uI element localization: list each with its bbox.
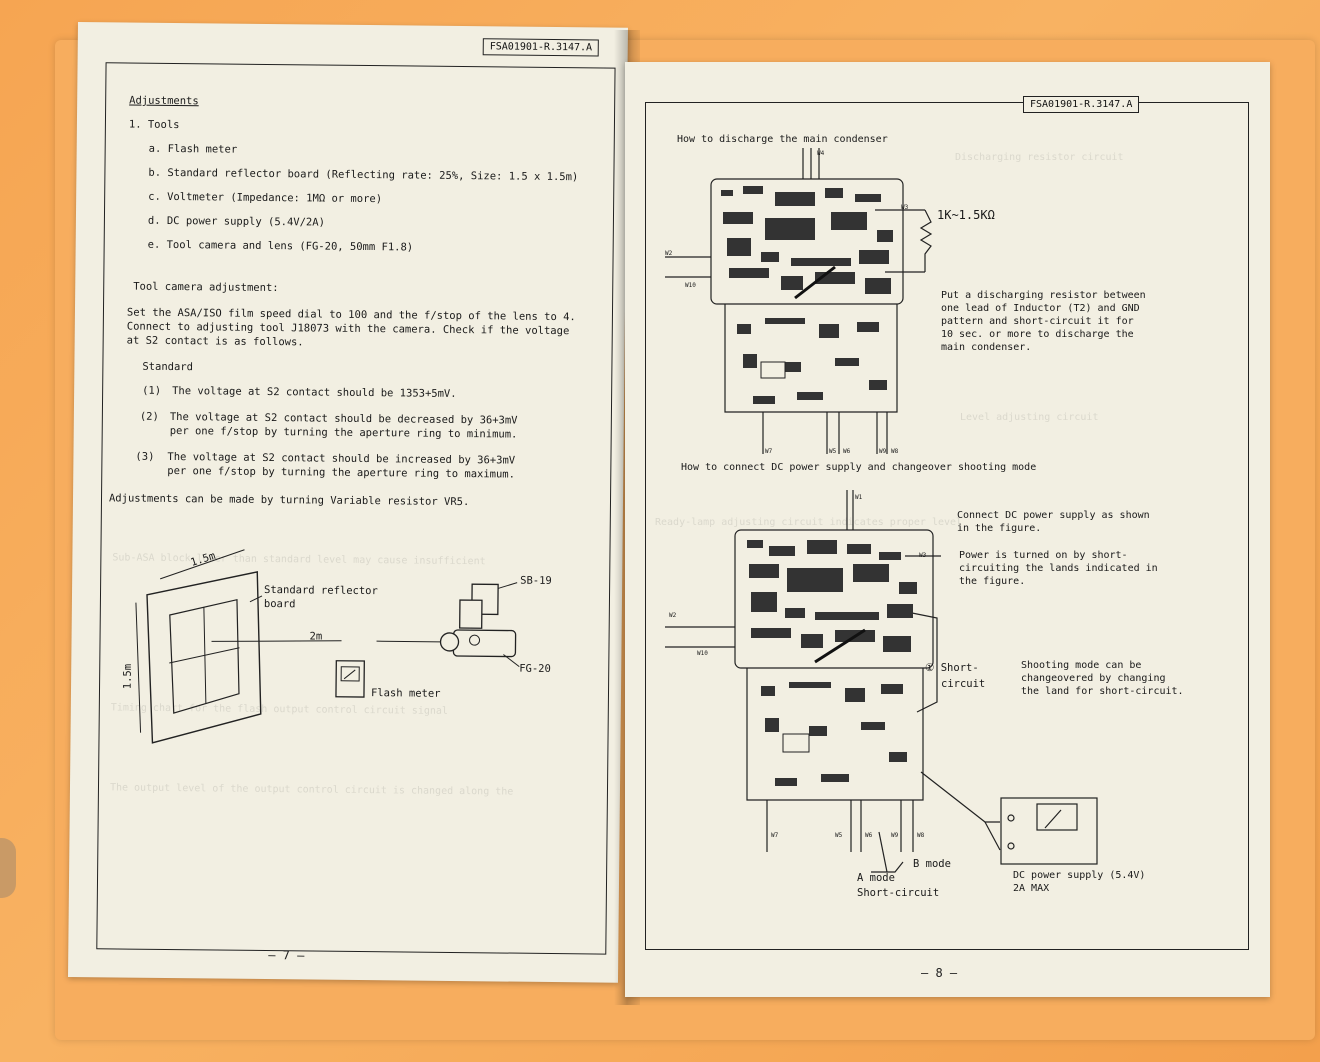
board-label: board (263, 597, 296, 611)
dim-side-label: 1.5m (121, 663, 134, 690)
wire-label: W8 (891, 448, 899, 455)
fig1-note-line: main condenser. (941, 342, 1032, 353)
wire-label: W2 (669, 612, 677, 619)
wire-label: W7 (771, 832, 779, 839)
wire-label: W5 (835, 832, 843, 839)
fig1-note-line: Put a discharging resistor between (941, 290, 1146, 301)
wire-label: W8 (917, 832, 925, 839)
circuit-board-1 (665, 148, 933, 454)
note-connect-line: Connect DC power supply as shown (957, 510, 1150, 521)
note-power-line: Power is turned on by short- (959, 550, 1128, 561)
wire-label: W10 (685, 282, 696, 289)
reflector-figure (135, 549, 520, 744)
wire-label: W9 (891, 832, 899, 839)
short-circuit-label: circuit (941, 678, 986, 690)
short-circuit-label: ① Short- (925, 662, 979, 674)
note-power-line: circuiting the lands indicated in (959, 563, 1158, 574)
fig1-note-line: pattern and short-circuit it for (941, 316, 1134, 327)
left-page: FSA01901-R.3147.A Adjustments 1. Tools a… (67, 22, 628, 983)
flash-label: SB-19 (520, 574, 552, 587)
a-short-label: Short-circuit (857, 887, 940, 899)
wire-label: W10 (697, 650, 708, 657)
wire-label: W6 (865, 832, 873, 839)
flash-meter-label: Flash meter (370, 687, 441, 700)
wire-label: W6 (843, 448, 851, 455)
doc-code: FSA01901-R.3147.A (1023, 96, 1140, 113)
note-mode-line: the land for short-circuit. (1021, 686, 1184, 697)
camera-label: FG-20 (519, 662, 551, 675)
wire-label: W1 (855, 494, 863, 501)
wire-label: W9 (879, 448, 887, 455)
note-connect-line: in the figure. (957, 523, 1042, 534)
fig1-note-line: one lead of Inductor (T2) and GND (941, 303, 1140, 314)
page-number: — 8 — (921, 966, 958, 980)
note-mode-line: changeovered by changing (1021, 673, 1166, 684)
thumb (0, 838, 16, 898)
wire-label: W3 (901, 204, 909, 211)
wire-label: W2 (665, 250, 673, 257)
fig1-note-line: 10 sec. or more to discharge the (941, 329, 1134, 340)
wire-label: W5 (829, 448, 837, 455)
a-mode-label: A mode (857, 872, 895, 884)
wire-label: W3 (919, 552, 927, 559)
note-power-line: the figure. (959, 576, 1026, 587)
fig1-title: How to discharge the main condenser (677, 134, 888, 145)
distance-label: 2m (309, 630, 323, 643)
dc-max-label: 2A MAX (1013, 883, 1050, 894)
right-page-frame (645, 102, 1249, 950)
note-mode-line: Shooting mode can be (1021, 660, 1142, 671)
right-page: FSA01901-R.3147.A Discharging resistor c… (625, 62, 1270, 997)
page-number: — 7 — (268, 948, 305, 963)
wire-label: W7 (765, 448, 773, 455)
fig2-title: How to connect DC power supply and chang… (681, 462, 1037, 473)
resistor-label: 1K~1.5KΩ (937, 208, 995, 222)
board-label: Standard reflector (263, 583, 378, 598)
circuit-board-2 (665, 490, 1098, 873)
wire-label: W4 (817, 150, 825, 157)
dc-supply-label: DC power supply (5.4V) (1013, 870, 1146, 881)
b-mode-label: B mode (913, 858, 951, 870)
